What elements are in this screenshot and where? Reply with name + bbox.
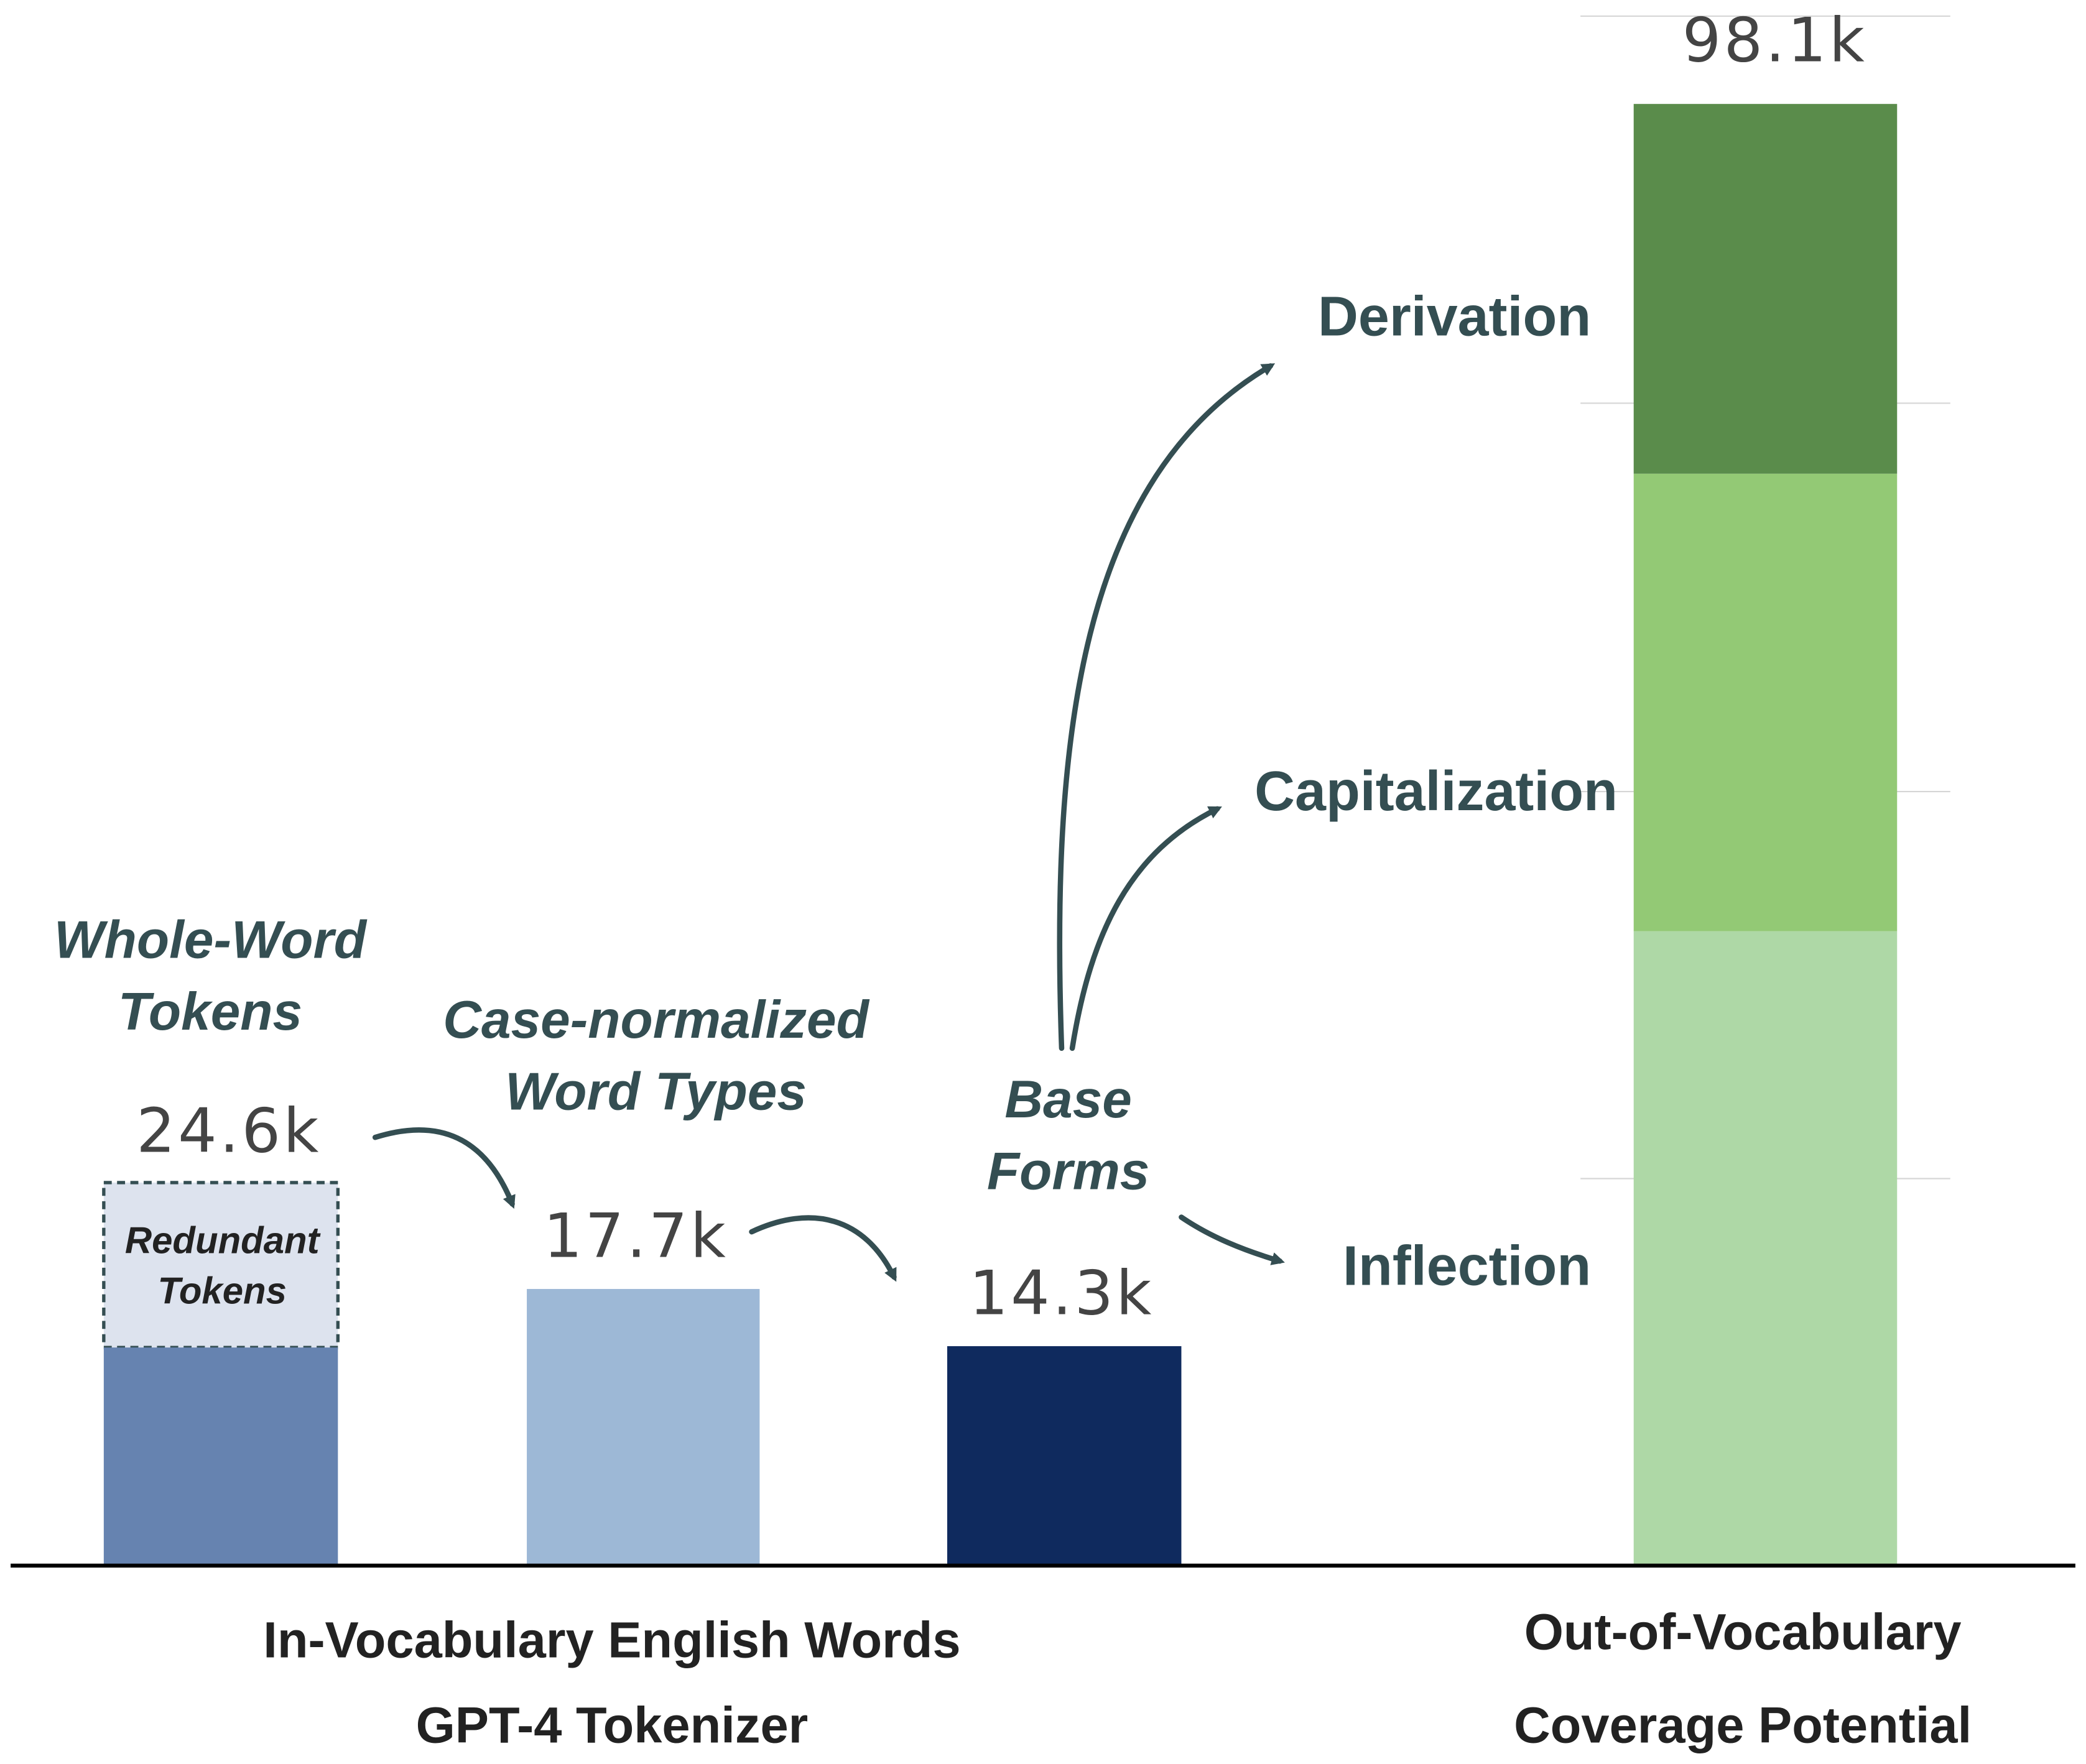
bar-title-line1: Case-normalized — [443, 991, 869, 1050]
value-label: 17.7k — [544, 1201, 728, 1272]
group-label-line1: In-Vocabulary English Words — [263, 1612, 960, 1669]
segment-derivation — [1633, 104, 1898, 474]
derivation-label: Derivation — [1318, 285, 1591, 348]
segment-inflection — [1633, 931, 1898, 1566]
group-label-line2: Coverage Potential — [1514, 1697, 1972, 1753]
redundant-label-line1: Redundant — [125, 1219, 321, 1261]
bar-title-line2: Tokens — [118, 982, 302, 1041]
bar-title-line2: Forms — [987, 1142, 1149, 1201]
redundant-label-line2: Tokens — [158, 1270, 287, 1312]
unique-tokens-segment — [103, 1347, 338, 1566]
arrow-icon — [1179, 1214, 1285, 1265]
bar-whole-word-tokens: Redundant Tokens 24.6k Whole-Word Tokens — [54, 910, 368, 1566]
group-label-line1: Out-of-Vocabulary — [1524, 1604, 1962, 1661]
arrows — [372, 363, 1285, 1282]
bar-oov-coverage-potential: 98.1k — [1633, 6, 1898, 1566]
capitalization-label: Capitalization — [1254, 760, 1618, 823]
bar-rect — [527, 1289, 760, 1566]
bar-base-forms: 14.3k Base Forms — [947, 1070, 1182, 1566]
arrow-icon — [749, 1215, 897, 1282]
bar-title-line1: Whole-Word — [54, 910, 368, 969]
inflection-label: Inflection — [1343, 1235, 1591, 1298]
bar-case-normalized-word-types: 17.7k Case-normalized Word Types — [443, 991, 870, 1566]
bar-title-line1: Base — [1004, 1070, 1132, 1129]
arrow-icon — [372, 1127, 516, 1209]
group-label-line2: GPT-4 Tokenizer — [416, 1697, 809, 1753]
value-label: 14.3k — [969, 1258, 1154, 1329]
bar-title-line2: Word Types — [505, 1062, 807, 1121]
segment-capitalization — [1633, 473, 1898, 931]
arrow-icon — [1057, 363, 1276, 1051]
value-label: 24.6k — [136, 1096, 321, 1167]
redundant-tokens-segment — [102, 1181, 340, 1349]
value-label: 98.1k — [1682, 6, 1867, 76]
arrow-icon — [1069, 806, 1222, 1051]
bar-rect — [947, 1346, 1182, 1566]
